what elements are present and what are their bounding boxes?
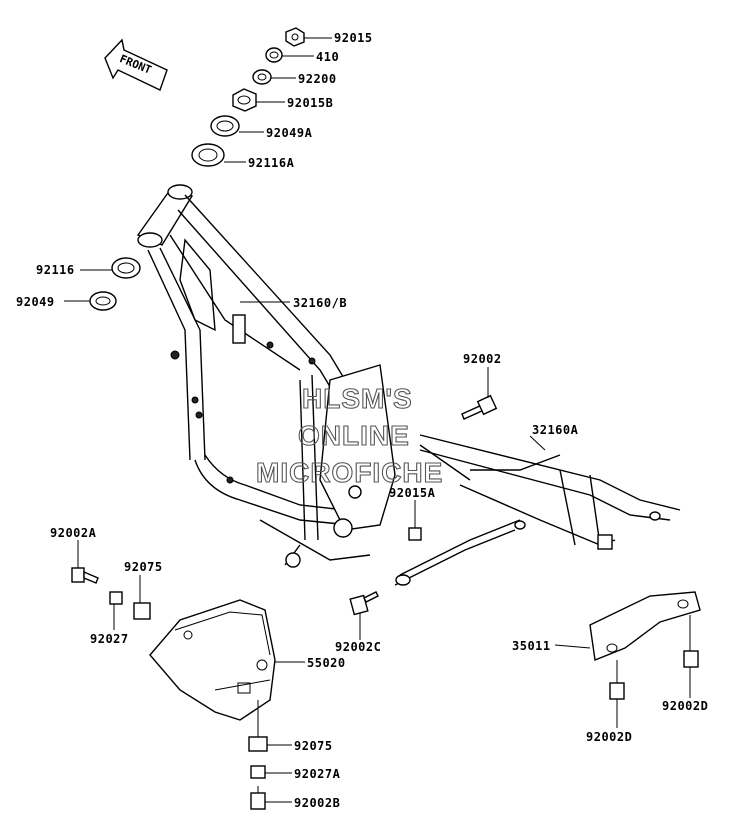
- bracket-35011: [589, 591, 701, 661]
- collar-92027: [109, 591, 123, 605]
- label-92002a: 92002A: [50, 526, 97, 540]
- label-92027a: 92027A: [294, 767, 341, 781]
- label-92049: 92049: [16, 295, 55, 309]
- label-92015b: 92015B: [287, 96, 333, 110]
- label-92015: 92015: [334, 31, 373, 45]
- nut-92015a: [408, 527, 422, 541]
- label-32160b: 32160/B: [293, 296, 347, 310]
- watermark-line-3: MICROFICHE: [256, 457, 443, 488]
- label-32160a: 32160A: [532, 423, 579, 437]
- nut-92015: [285, 27, 305, 47]
- grommet-92075-top: [133, 602, 151, 620]
- label-92116: 92116: [36, 263, 75, 277]
- steering-stem-parts: [89, 27, 305, 311]
- label-92049a: 92049A: [266, 126, 313, 140]
- label-92200: 92200: [298, 72, 337, 86]
- label-92002: 92002: [463, 352, 502, 366]
- nut-92015b: [232, 88, 257, 112]
- seal-92049: [89, 291, 117, 311]
- bolt-92002: [461, 394, 498, 420]
- seal-92049a: [210, 115, 240, 137]
- watermark-line-1: HLSM'S: [302, 383, 413, 414]
- leader-lines: [64, 37, 691, 803]
- bolt-92002a: [71, 567, 99, 584]
- washer-92200: [252, 69, 272, 85]
- label-92027: 92027: [90, 632, 129, 646]
- label-92002c: 92002C: [335, 640, 381, 654]
- watermark: HLSM'S ONLINE MICROFICHE: [255, 382, 443, 488]
- washer-410: [265, 47, 283, 63]
- front-arrow-icon: FRONT: [104, 38, 168, 91]
- bolt-92002c: [349, 591, 379, 616]
- bearing-92116a: [191, 143, 225, 167]
- label-92002d-right: 92002D: [662, 699, 708, 713]
- label-92075-top: 92075: [124, 560, 163, 574]
- watermark-line-2: ONLINE: [298, 420, 410, 451]
- rear-frame-32160a: [394, 434, 681, 586]
- label-92002d-left: 92002D: [586, 730, 632, 744]
- collar-92027a: [250, 765, 266, 779]
- callout-labels: 92015 410 92200 92015B 92049A 92116A 921…: [16, 31, 708, 810]
- label-92015a: 92015A: [389, 486, 436, 500]
- label-35011: 35011: [512, 639, 551, 653]
- skid-plate-55020: [149, 599, 276, 721]
- bolt-92002d-left: [609, 660, 625, 700]
- main-frame-32160b: [136, 184, 396, 568]
- grommet-92075-bottom: [248, 736, 268, 752]
- bearing-92116: [111, 257, 141, 279]
- label-55020: 55020: [307, 656, 346, 670]
- bolt-92002d-right: [683, 615, 699, 668]
- label-410: 410: [316, 50, 339, 64]
- label-92116a: 92116A: [248, 156, 295, 170]
- label-92075-bottom: 92075: [294, 739, 333, 753]
- bolt-92002b: [250, 786, 266, 810]
- label-92002b: 92002B: [294, 796, 340, 810]
